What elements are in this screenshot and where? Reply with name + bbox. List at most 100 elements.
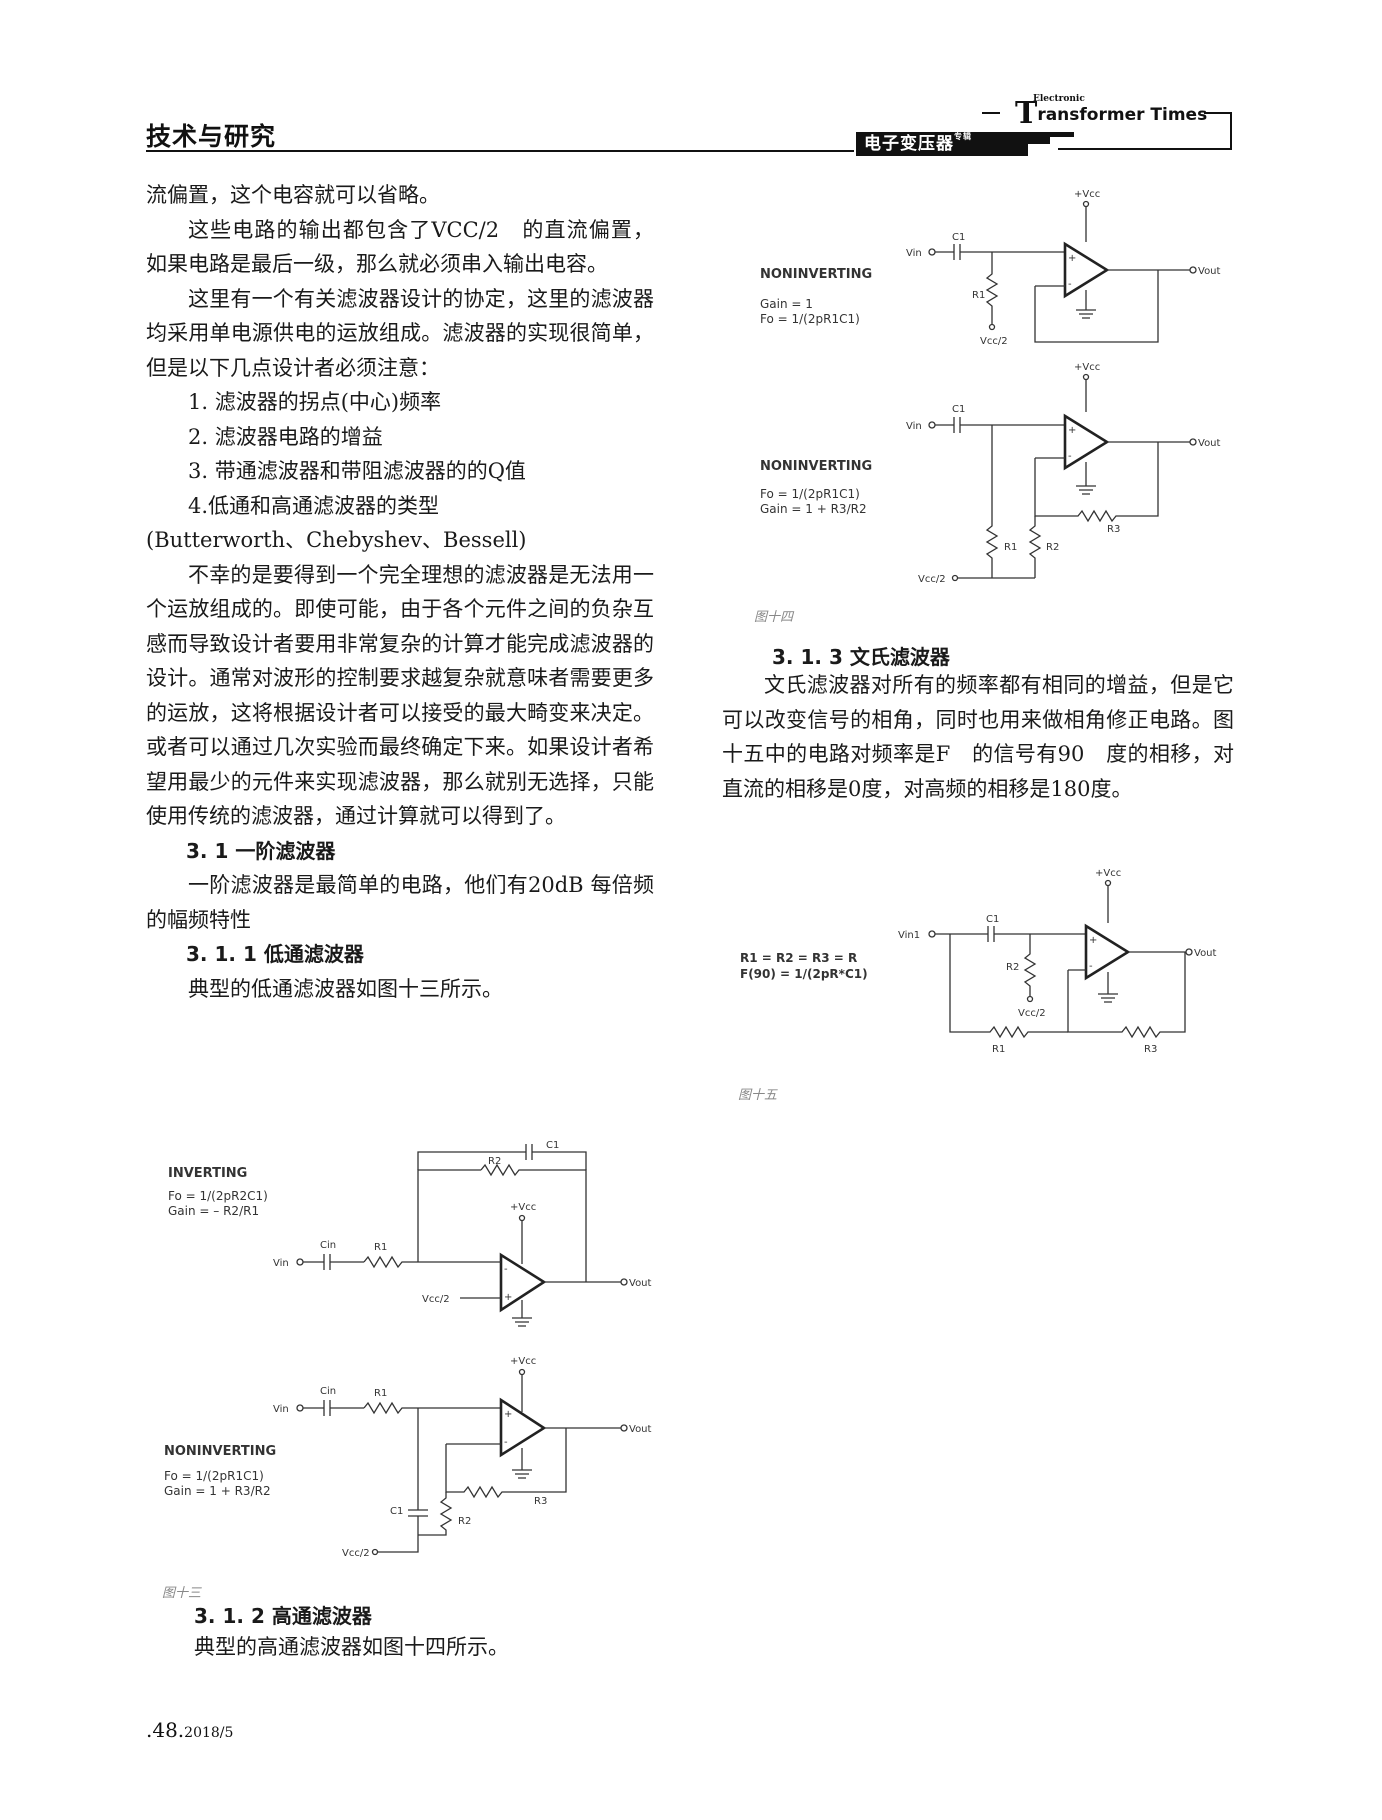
fig13-non-vout-label: Vout xyxy=(629,1424,652,1435)
fig13-inv-cin-label: Cin xyxy=(320,1240,336,1251)
figure-14-circuits: +Vcc Vin C1 R1 Vcc/2 + - Vout +Vcc Vin C… xyxy=(760,189,1221,585)
fig13-non-r1-label: R1 xyxy=(374,1388,387,1399)
fig13-inv-vcc2-label: Vcc/2 xyxy=(422,1294,450,1305)
fig13-inv-r2-label: R2 xyxy=(488,1156,501,1167)
figure-15-caption: 图十五 xyxy=(738,1088,778,1103)
fig14-bot-plus: + xyxy=(1068,425,1076,436)
fig15-vin1-terminal xyxy=(928,930,936,938)
fig15-r2-label: R2 xyxy=(1006,962,1019,973)
fig13-inv-r1-resistor xyxy=(363,1255,418,1269)
fig14-bot-vout-terminal xyxy=(1189,438,1197,446)
journal-en-rest: ransformer Times xyxy=(1037,105,1208,125)
fig13-non-plus: + xyxy=(504,1409,512,1420)
fig13-non-r2-label: R2 xyxy=(458,1516,471,1527)
fig13-inv-r1-label: R1 xyxy=(374,1242,387,1253)
fig15-formula-1: R1 = R2 = R3 = R xyxy=(740,951,857,965)
figure-14-caption: 图十四 xyxy=(754,610,794,625)
fig15-c1-label: C1 xyxy=(986,914,999,925)
fig14-bot-c1-label: C1 xyxy=(952,404,965,415)
fig14-top-c1-capacitor xyxy=(935,244,1065,260)
fig14-top-vin-label: Vin xyxy=(906,248,922,259)
fig13-non-r1-resistor xyxy=(363,1401,501,1415)
figure-13-caption: 图十三 xyxy=(162,1586,202,1601)
fig15-vout-terminal xyxy=(1185,948,1193,956)
fig14-bot-vcc2-terminal xyxy=(951,574,959,582)
fig14-bot-minus: - xyxy=(1068,451,1072,462)
paragraph-1: 流偏置，这个电容就可以省略。 xyxy=(146,183,440,207)
header-rule-en-left xyxy=(982,112,1000,114)
fig13-noninverting-title: NONINVERTING xyxy=(164,1444,276,1459)
list-item-4-continuation: (Butterworth、Chebyshev、Bessell) xyxy=(146,528,527,552)
fig13-inv-vcc-label: +Vcc xyxy=(510,1202,536,1213)
journal-name-cn: 电子变压器 xyxy=(864,134,954,154)
fig14-bot-opamp xyxy=(1063,413,1110,471)
fig13-non-r3-feedback xyxy=(445,1428,567,1499)
fig13-noninverting-formula-2: Gain = 1 + R3/R2 xyxy=(164,1484,271,1498)
fig14-bot-vcc2-label: Vcc/2 xyxy=(918,574,946,585)
paragraph-3: 这里有一个有关滤波器设计的协定，这里的滤波器均采用单电源供电的运放组成。滤波器的… xyxy=(146,286,654,380)
fig14-bot-r1-label: R1 xyxy=(1004,542,1017,553)
journal-name-box: 电子变压器专辑 xyxy=(856,132,1028,156)
header-rule-right-vertical xyxy=(1230,112,1232,150)
fig13-inv-cin-capacitor xyxy=(303,1254,364,1270)
fig14-bot-r3-feedback xyxy=(1034,442,1159,523)
fig15-vin1-label: Vin1 xyxy=(898,930,920,941)
fig14-bot-c1-capacitor xyxy=(935,417,1065,433)
fig13-inv-ground xyxy=(512,1300,532,1327)
fig14-top-feedback xyxy=(1034,270,1159,343)
fig14-top-vout-terminal xyxy=(1189,266,1197,274)
fig15-vcc2-label: Vcc/2 xyxy=(1018,1008,1046,1019)
list-item-4: 4.低通和高通滤波器的类型 xyxy=(188,493,440,518)
page-footer: .48.2018/5 xyxy=(146,1718,233,1742)
fig13-inv-vout-label: Vout xyxy=(629,1278,652,1289)
fig15-r3-label: R3 xyxy=(1144,1044,1157,1055)
heading-3-1-1: 3. 1. 1 低通滤波器 xyxy=(186,942,364,966)
fig15-r2-resistor xyxy=(1023,934,1037,996)
fig14-top-vcc-label: +Vcc xyxy=(1074,189,1100,200)
fig14-bot-r3-label: R3 xyxy=(1107,524,1120,535)
figure-15-circuit: +Vcc Vin1 C1 R2 Vcc/2 + - Vout R1 R3 R1 … xyxy=(740,868,1217,1055)
fig14-bot-title: NONINVERTING xyxy=(760,459,872,474)
fig14-top-vcc2-terminal xyxy=(988,323,996,331)
fig13-noninverting-formula-1: Fo = 1/(2pR1C1) xyxy=(164,1469,264,1483)
fig13-non-c1-capacitor xyxy=(378,1408,428,1553)
fig14-bot-vcc-label: +Vcc xyxy=(1074,362,1100,373)
fig15-minus: - xyxy=(1089,961,1093,972)
issue-date: 2018/5 xyxy=(184,1725,234,1741)
fig14-bot-ground xyxy=(1076,462,1096,495)
fig13-non-minus: - xyxy=(504,1437,508,1448)
fig13-inverting-formula-1: Fo = 1/(2pR2C1) xyxy=(168,1189,268,1203)
fig15-r1-resistor xyxy=(949,934,1068,1039)
fig13-inv-minus: - xyxy=(504,1264,508,1275)
fig13-inv-c1-label: C1 xyxy=(546,1140,559,1151)
fig14-top-opamp xyxy=(1063,241,1110,299)
fig15-r3-feedback xyxy=(1067,952,1186,1039)
fig14-top-r1-resistor xyxy=(985,252,999,324)
fig15-opamp xyxy=(1084,923,1131,981)
left-column: 流偏置，这个电容就可以省略。 这些电路的输出都包含了VCC/2 的直流偏置，如果… xyxy=(146,178,654,1006)
fig13-non-vin-terminal xyxy=(296,1404,304,1412)
list-item-3: 3. 带通滤波器和带阻滤波器的的Q值 xyxy=(188,459,526,483)
section-title: 技术与研究 xyxy=(146,122,277,151)
fig13-non-r3-label: R3 xyxy=(534,1496,547,1507)
fig13-non-vcc-terminal xyxy=(518,1368,526,1376)
fig13-non-ground xyxy=(512,1448,532,1479)
fig14-top-vout-label: Vout xyxy=(1198,266,1221,277)
fig15-vcc-label: +Vcc xyxy=(1095,868,1121,879)
fig15-vcc-terminal xyxy=(1104,879,1112,887)
fig15-ground xyxy=(1098,972,1118,1003)
fig14-bot-formula-2: Gain = 1 + R3/R2 xyxy=(760,502,867,516)
fig14-bot-r2-resistor xyxy=(1028,516,1042,578)
list-item-2: 2. 滤波器电路的增益 xyxy=(188,424,383,449)
paragraph-2: 这些电路的输出都包含了VCC/2 的直流偏置，如果电路是最后一级，那么就必须串入… xyxy=(146,217,654,277)
heading-3-1-2: 3. 1. 2 高通滤波器 xyxy=(194,1604,372,1628)
fig14-bot-r2-label: R2 xyxy=(1046,542,1059,553)
fig13-inverting-formula-2: Gain = – R2/R1 xyxy=(168,1204,259,1218)
journal-tag: 专辑 xyxy=(954,132,972,141)
fig13-inv-wires xyxy=(446,1261,621,1283)
fig15-vcc2-terminal xyxy=(1026,995,1034,1003)
journal-en-small: Electronic xyxy=(1033,94,1085,104)
page-number: .48. xyxy=(146,1718,185,1742)
fig13-non-vcc2-label: Vcc/2 xyxy=(342,1548,370,1559)
fig15-c1-capacitor xyxy=(935,926,1086,942)
